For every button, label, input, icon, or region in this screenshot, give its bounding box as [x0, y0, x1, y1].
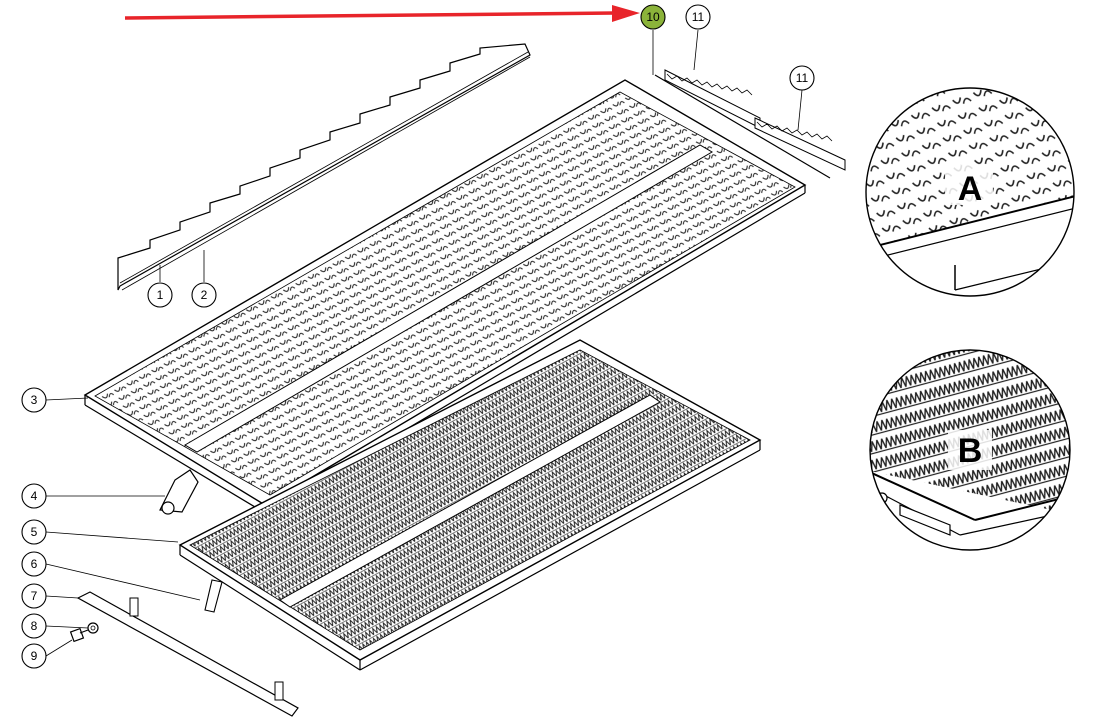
- detail-b-magnifier: B: [869, 349, 1071, 551]
- angle-bar-part: [76, 591, 299, 717]
- callout-4: 4: [21, 483, 47, 509]
- svg-text:5: 5: [31, 525, 38, 539]
- callout-10: 10: [640, 4, 666, 30]
- svg-text:4: 4: [31, 489, 38, 503]
- callout-5: 5: [21, 519, 47, 545]
- svg-text:6: 6: [31, 557, 38, 571]
- callout-2: 2: [191, 282, 217, 308]
- detail-a-magnifier: A: [865, 87, 1075, 297]
- callout-3: 3: [21, 387, 47, 413]
- callout-11-upper: 11: [685, 4, 711, 30]
- svg-text:9: 9: [31, 649, 38, 663]
- callout-7: 7: [21, 583, 47, 609]
- svg-text:11: 11: [796, 71, 809, 85]
- svg-text:10: 10: [646, 10, 660, 24]
- lower-sieve-part: [178, 339, 762, 671]
- washer-part: [87, 622, 99, 634]
- svg-text:8: 8: [31, 619, 38, 633]
- lever-part: [159, 469, 199, 515]
- svg-text:7: 7: [31, 589, 38, 603]
- svg-text:A: A: [958, 170, 983, 208]
- red-arrow: [124, 5, 640, 22]
- callout-6: 6: [21, 551, 47, 577]
- svg-text:B: B: [958, 432, 983, 470]
- callout-8: 8: [21, 613, 47, 639]
- callout-9: 9: [21, 643, 47, 669]
- callout-11-lower: 11: [789, 65, 815, 91]
- upper-sieve-part: [83, 79, 807, 514]
- bolt-part: [69, 627, 89, 643]
- svg-text:3: 3: [31, 393, 38, 407]
- svg-text:1: 1: [157, 288, 164, 302]
- serrated-strip-part: [117, 43, 531, 291]
- callout-1: 1: [147, 282, 173, 308]
- svg-text:2: 2: [201, 288, 208, 302]
- leader-lines: [45, 29, 803, 657]
- top-strip-parts: [654, 69, 846, 179]
- svg-text:11: 11: [692, 10, 705, 24]
